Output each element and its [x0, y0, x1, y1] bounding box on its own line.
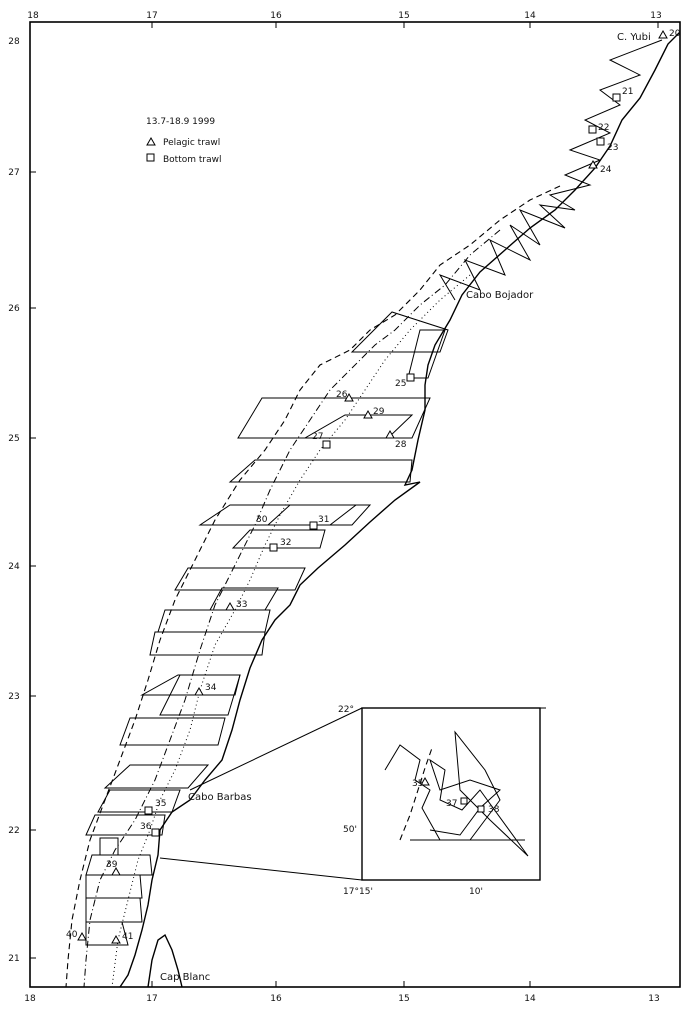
left-tick-label: 23 — [8, 692, 19, 702]
left-tick-label: 27 — [8, 168, 19, 178]
triangle-icon — [111, 866, 121, 876]
station-label: 25 — [395, 379, 406, 389]
triangle-icon — [77, 931, 87, 941]
left-tick-label: 24 — [8, 562, 20, 572]
inset-connector — [159, 857, 363, 881]
station-label: 40 — [66, 930, 78, 940]
station-label: 35 — [155, 799, 166, 809]
square-icon — [477, 805, 485, 813]
station-label: 33 — [236, 600, 247, 610]
bottom-tick-label: 15 — [398, 994, 409, 1004]
top-tick-label: 17 — [146, 11, 157, 21]
map-frame — [29, 21, 681, 988]
station-label: 31 — [318, 515, 329, 525]
square-icon — [588, 125, 597, 134]
triangle-icon — [111, 934, 121, 944]
triangle-icon — [225, 601, 235, 611]
top-tick-label: 14 — [524, 11, 536, 21]
inset-tick-label: 50' — [343, 825, 357, 835]
bottom-tick-label: 18 — [24, 994, 36, 1004]
zigzag-track — [438, 39, 663, 301]
place-label-cap-blanc: Cap Blanc — [160, 972, 210, 983]
top-tick-label: 18 — [27, 11, 39, 21]
bottom-axis: 18 17 16 15 14 13 — [24, 981, 660, 1004]
station-label: 26 — [336, 390, 348, 400]
square-icon — [309, 521, 318, 530]
top-tick-label: 16 — [270, 11, 282, 21]
legend: 13.7-18.9 1999 Pelagic trawl Bottom traw… — [146, 117, 221, 165]
left-tick-label: 26 — [8, 304, 20, 314]
square-icon — [146, 153, 155, 162]
square-icon — [612, 93, 621, 102]
station-label: 27 — [312, 432, 323, 442]
station-label: 24 — [600, 165, 612, 175]
top-tick-label: 15 — [398, 11, 409, 21]
triangle-icon — [588, 159, 598, 169]
station-label: 39 — [106, 860, 118, 870]
station-label: 32 — [280, 538, 291, 548]
triangle-icon — [146, 136, 156, 146]
left-tick-label: 25 — [8, 434, 19, 444]
inset-station-label: 35 — [412, 779, 423, 789]
depth-contour — [65, 185, 561, 988]
place-label-cape-yubi: C. Yubi — [617, 32, 651, 43]
left-tick-label: 22 — [8, 826, 19, 836]
station-label: 29 — [373, 407, 385, 417]
station-label: 28 — [395, 440, 407, 450]
station-label: 34 — [205, 683, 217, 693]
bottom-tick-label: 13 — [648, 994, 659, 1004]
place-label-cabo-bojador: Cabo Bojador — [466, 290, 534, 301]
top-tick-label: 13 — [650, 11, 661, 21]
left-tick-label: 21 — [8, 954, 19, 964]
square-icon — [322, 440, 331, 449]
triangle-icon — [385, 429, 395, 439]
legend-bottom-label: Bottom trawl — [163, 155, 221, 165]
left-axis: 28 27 26 25 24 23 22 21 — [8, 37, 36, 964]
inset-station-label: 37 — [446, 799, 457, 809]
triangle-icon — [420, 776, 430, 786]
inset-tick-label: 22° — [338, 705, 354, 715]
legend-pelagic-label: Pelagic trawl — [163, 138, 220, 148]
inset-tick-label: 17°15' — [343, 887, 373, 897]
top-axis: 18 17 16 15 14 13 — [27, 11, 662, 28]
station-label: 22 — [598, 123, 609, 133]
triangle-icon — [194, 686, 204, 696]
bottom-tick-label: 16 — [270, 994, 282, 1004]
bottom-tick-label: 17 — [146, 994, 157, 1004]
triangle-icon — [658, 29, 668, 39]
station-labels: 20 21 22 23 24 25 26 27 28 29 30 31 32 3… — [66, 29, 681, 942]
triangle-icon — [344, 392, 354, 402]
survey-grid — [85, 311, 449, 946]
square-icon — [144, 806, 153, 815]
triangle-icon — [363, 409, 373, 419]
left-tick-label: 28 — [8, 37, 20, 47]
cap-blanc-peninsula — [147, 933, 183, 988]
square-icon — [406, 373, 415, 382]
station-label: 23 — [607, 143, 618, 153]
square-icon — [596, 137, 605, 146]
station-markers — [77, 29, 668, 944]
inset-station-label: 38 — [488, 805, 500, 815]
station-label: 30 — [256, 515, 268, 525]
square-icon — [269, 543, 278, 552]
station-label: 36 — [140, 822, 152, 832]
inset-tick-label: 10' — [469, 887, 483, 897]
depth-contour — [83, 229, 501, 988]
place-label-cabo-barbas: Cabo Barbas — [188, 792, 252, 803]
square-icon — [151, 828, 160, 837]
bottom-tick-label: 14 — [524, 994, 536, 1004]
station-label: 41 — [122, 932, 133, 942]
station-label: 20 — [669, 29, 681, 39]
legend-date: 13.7-18.9 1999 — [146, 117, 215, 127]
inset-connector — [189, 707, 363, 791]
square-icon — [460, 797, 468, 805]
station-label: 21 — [622, 87, 633, 97]
inset-map: 22° 50' 17°15' 10' 35 37 38 — [338, 705, 546, 897]
depth-contour — [111, 274, 471, 988]
